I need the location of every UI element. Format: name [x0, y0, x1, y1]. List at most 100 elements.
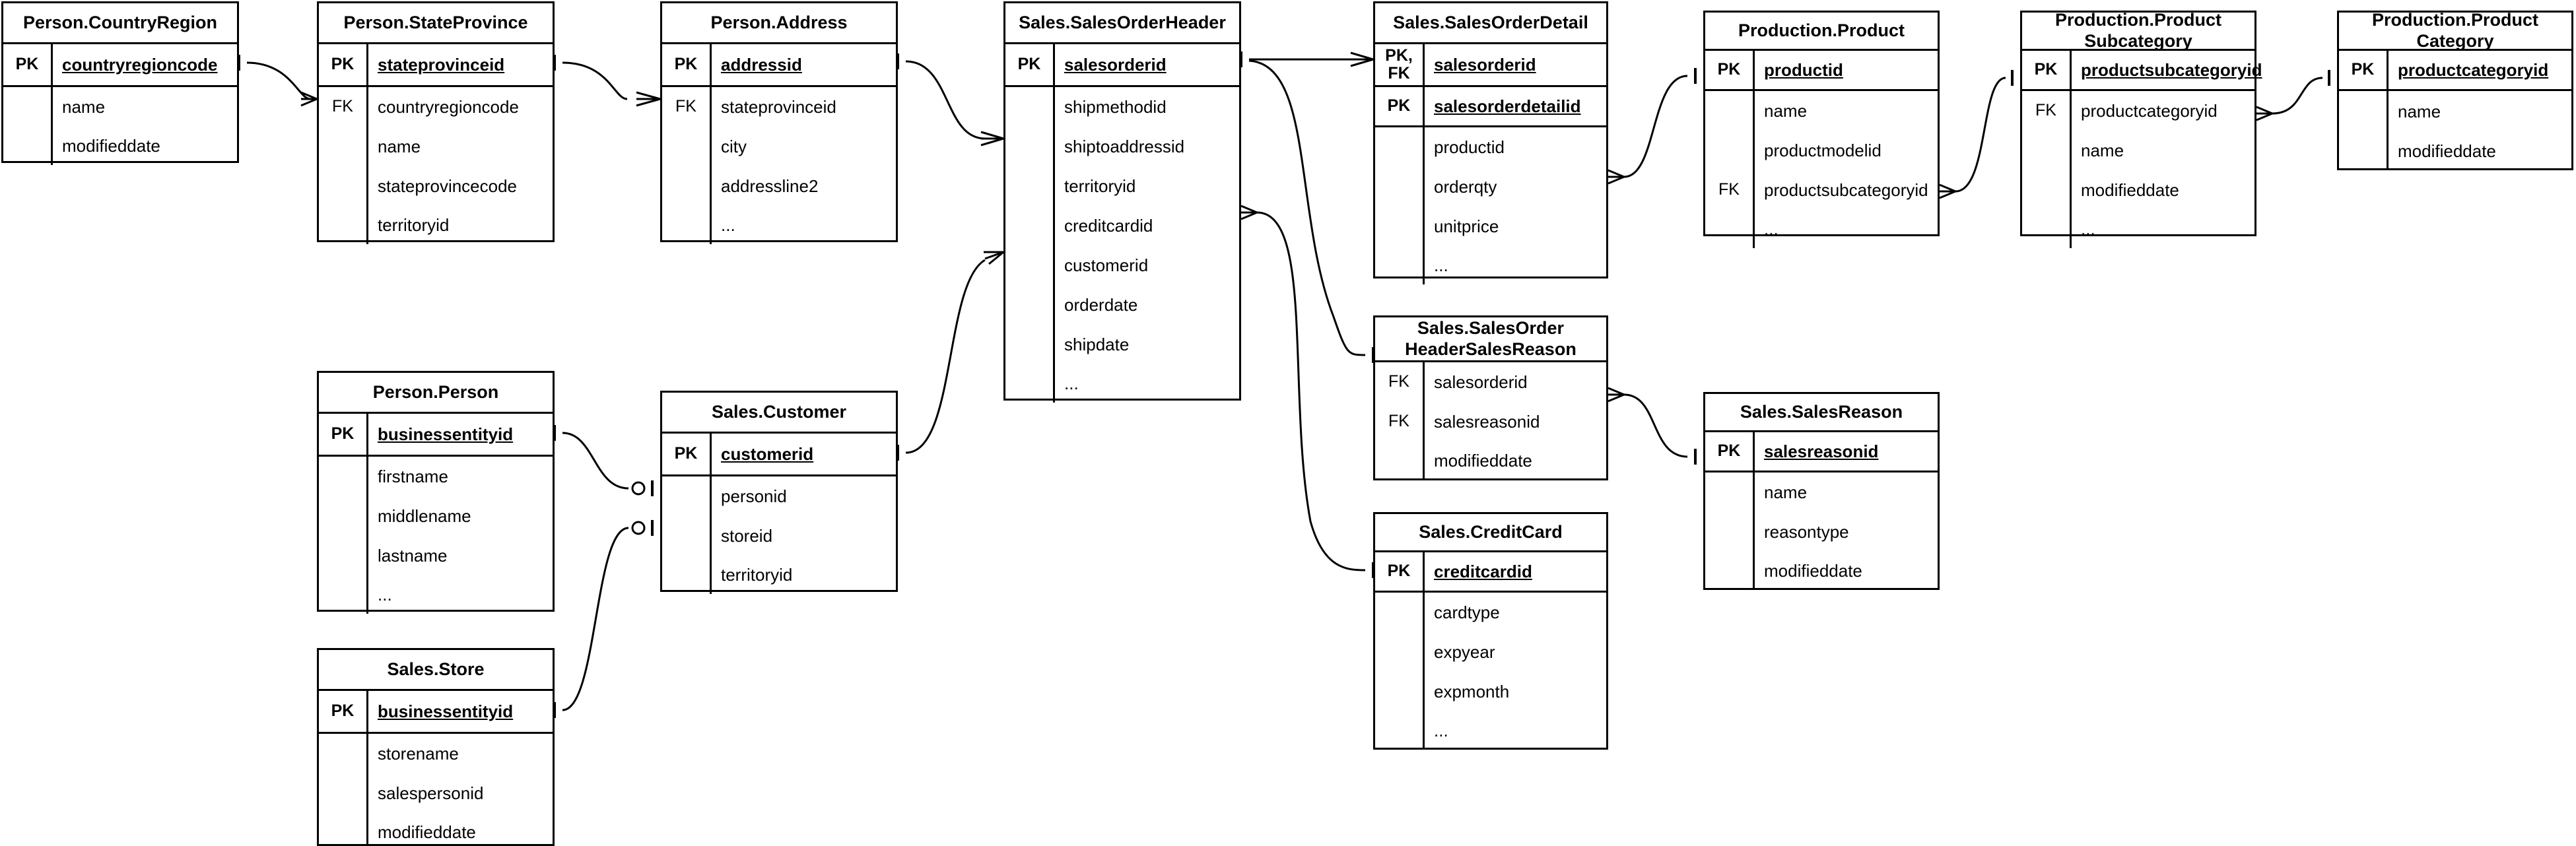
- attribute-row[interactable]: expmonth: [1375, 672, 1606, 711]
- attribute-row[interactable]: ...: [1375, 246, 1606, 284]
- attribute-name: salesorderid: [1423, 44, 1606, 85]
- attribute-row[interactable]: territoryid: [662, 556, 896, 594]
- attribute-row[interactable]: productmodelid: [1705, 131, 1938, 170]
- attribute-key-marker: PK: [2351, 60, 2375, 79]
- attribute-row[interactable]: ...: [1005, 364, 1239, 403]
- attribute-name: modifieddate: [51, 127, 237, 165]
- attribute-row[interactable]: cardtype: [1375, 593, 1606, 632]
- key-column-divider: [662, 44, 710, 240]
- attribute-row[interactable]: reasontype: [1705, 512, 1938, 552]
- entity-title-person_stateprovince: Person.StateProvince: [319, 3, 553, 44]
- attribute-row[interactable]: modifieddate: [319, 813, 553, 846]
- key-column-divider: [1375, 44, 1423, 277]
- attribute-row[interactable]: name: [2022, 131, 2254, 170]
- attribute-row[interactable]: addressline2: [662, 166, 896, 206]
- key-column-divider: [1375, 552, 1423, 748]
- attribute-row[interactable]: storeid: [662, 516, 896, 556]
- attribute-row[interactable]: ...: [662, 206, 896, 244]
- attribute-row[interactable]: firstname: [319, 457, 553, 496]
- attribute-row[interactable]: name: [1705, 91, 1938, 131]
- attribute-row[interactable]: middlename: [319, 496, 553, 536]
- attribute-row[interactable]: modifieddate: [2022, 170, 2254, 210]
- attribute-row[interactable]: shiptoaddressid: [1005, 127, 1239, 166]
- attribute-row[interactable]: name: [3, 87, 237, 127]
- attribute-row[interactable]: ...: [1705, 210, 1938, 248]
- attribute-row[interactable]: ...: [2022, 210, 2254, 248]
- attribute-row[interactable]: modifieddate: [2339, 132, 2571, 170]
- attribute-row[interactable]: unitprice: [1375, 207, 1606, 246]
- attribute-row[interactable]: ...: [319, 575, 553, 614]
- attribute-row[interactable]: shipdate: [1005, 325, 1239, 364]
- attribute-name: stateprovinceid: [710, 87, 896, 127]
- edge-salesorderheader-to-salesorderheadersalesreason: [1248, 59, 1374, 363]
- attribute-row[interactable]: territoryid: [1005, 166, 1239, 206]
- attribute-row[interactable]: productid: [1375, 127, 1606, 167]
- attribute-row[interactable]: modifieddate: [1375, 441, 1606, 480]
- attribute-row[interactable]: city: [662, 127, 896, 166]
- entity-title-sales_salesorderheader: Sales.SalesOrderHeader: [1005, 3, 1239, 44]
- attribute-row[interactable]: ...: [1375, 711, 1606, 750]
- attribute-row[interactable]: modifieddate: [1705, 552, 1938, 590]
- attribute-row[interactable]: personid: [662, 476, 896, 516]
- attribute-row[interactable]: name: [319, 127, 553, 166]
- attribute-name: ...: [2070, 210, 2254, 248]
- attribute-row[interactable]: expyear: [1375, 632, 1606, 672]
- attribute-row[interactable]: name: [1705, 472, 1938, 512]
- attribute-row[interactable]: name: [2339, 91, 2571, 132]
- key-column-divider: [662, 434, 710, 590]
- attribute-name: productid: [1753, 51, 1938, 89]
- attribute-row[interactable]: customerid: [1005, 245, 1239, 285]
- attribute-row[interactable]: territoryid: [319, 206, 553, 244]
- attribute-row[interactable]: orderqty: [1375, 167, 1606, 207]
- attribute-row[interactable]: modifieddate: [3, 127, 237, 165]
- attribute-row[interactable]: stateprovincecode: [319, 166, 553, 206]
- attribute-row[interactable]: shipmethodid: [1005, 87, 1239, 127]
- attribute-name: productcategoryid: [2070, 91, 2254, 131]
- attribute-name: countryregioncode: [51, 44, 237, 85]
- attribute-row[interactable]: orderdate: [1005, 285, 1239, 325]
- attribute-row[interactable]: storename: [319, 734, 553, 773]
- attribute-row[interactable]: lastname: [319, 536, 553, 575]
- attribute-row[interactable]: salespersonid: [319, 773, 553, 813]
- attribute-row[interactable]: creditcardid: [1005, 206, 1239, 245]
- key-column-divider: [319, 414, 366, 610]
